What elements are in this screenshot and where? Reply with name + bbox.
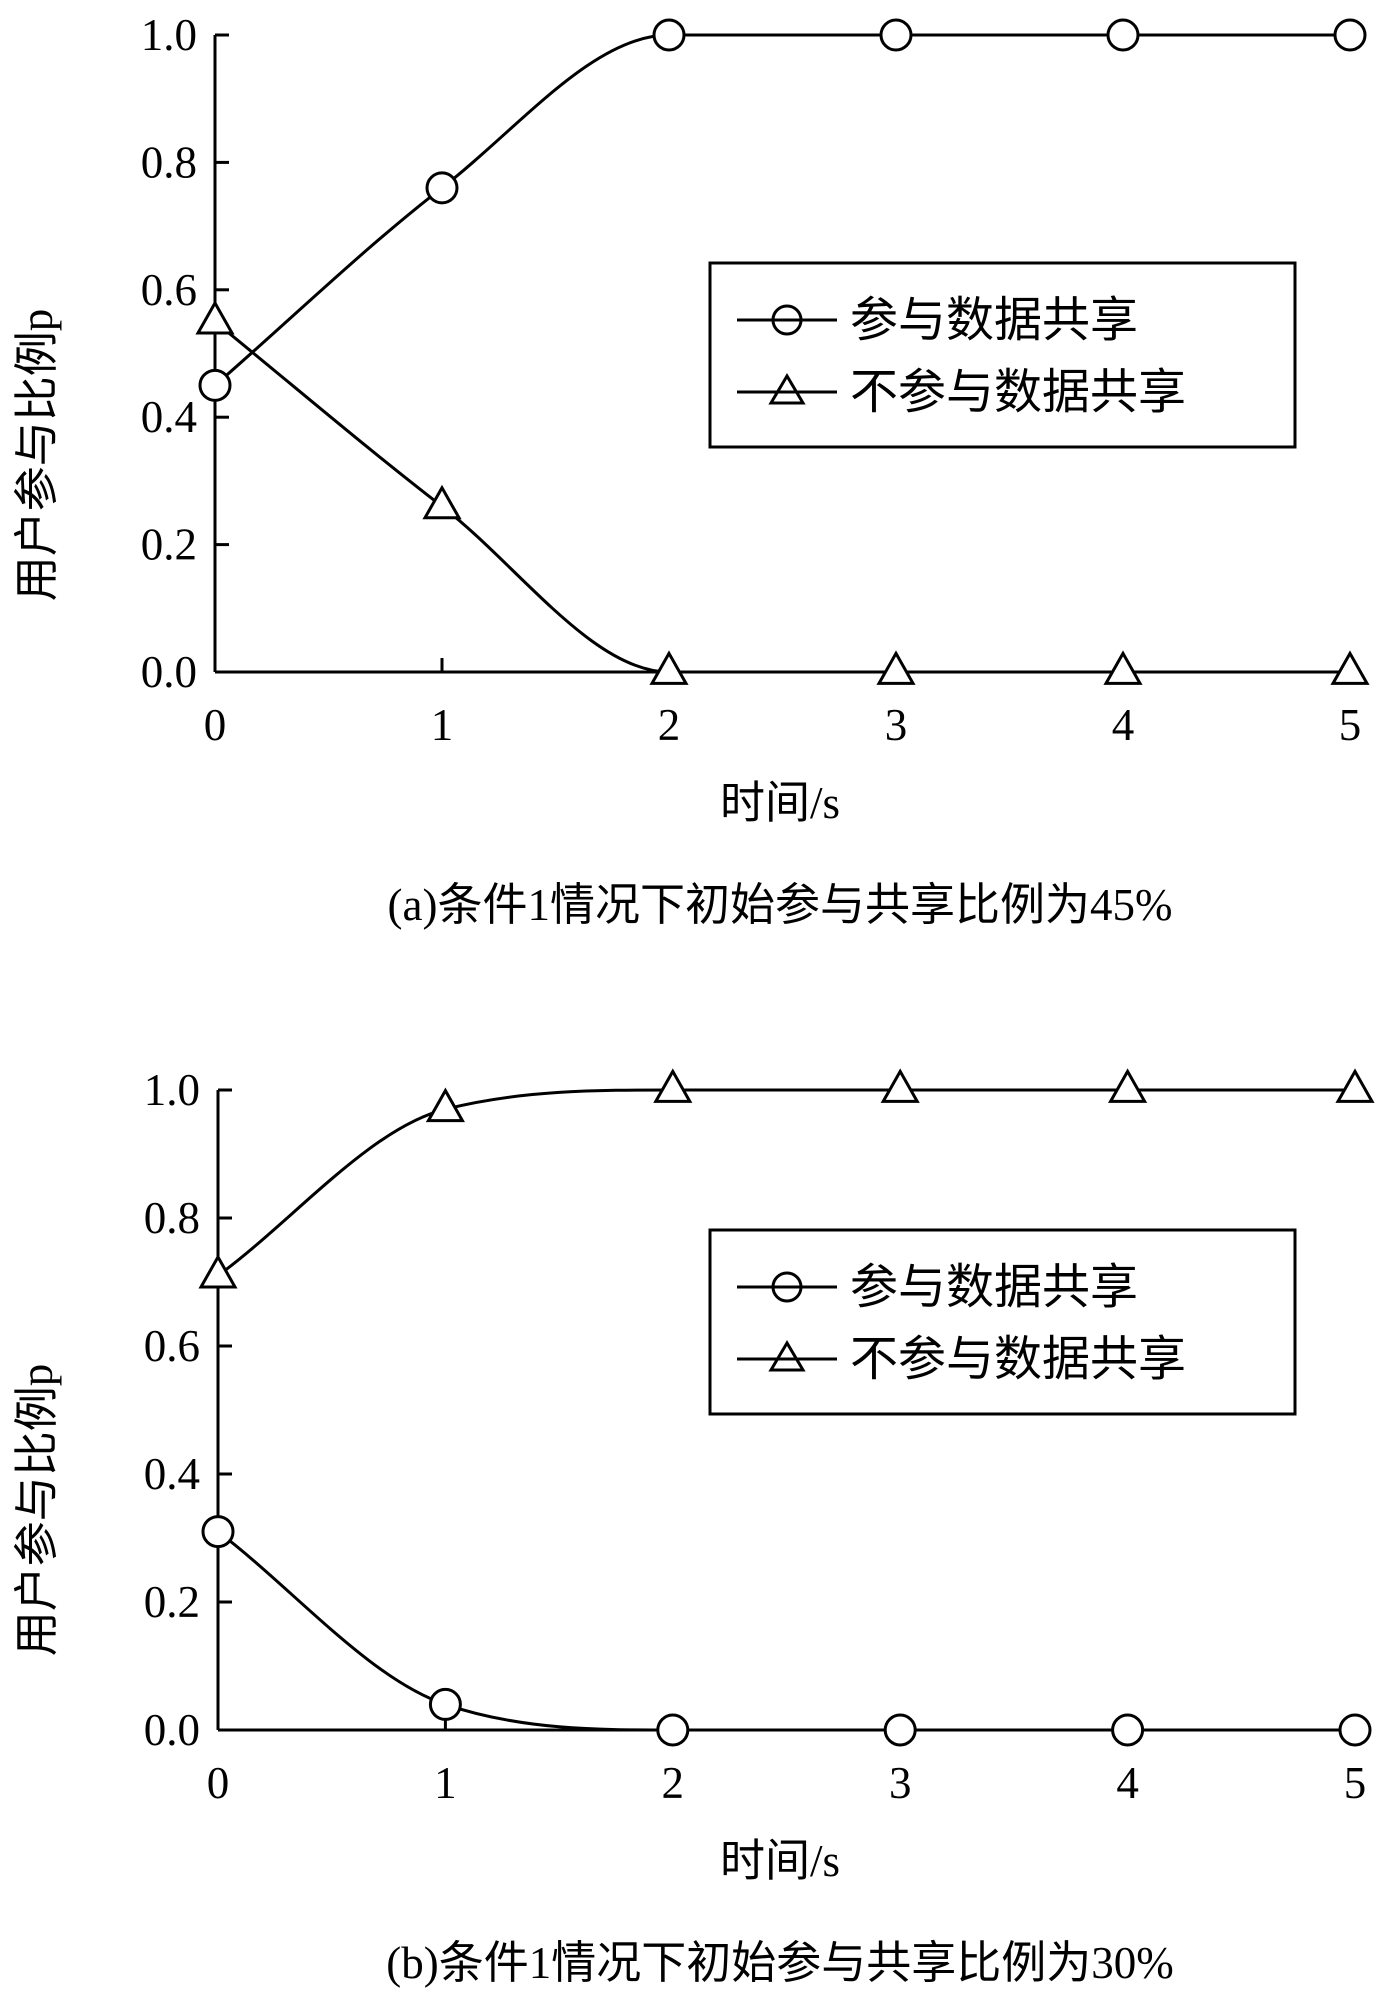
x-tick-label: 2 (658, 700, 681, 750)
chart-caption: (a)条件1情况下初始参与共享比例为45% (388, 880, 1173, 930)
circle-marker (656, 1713, 690, 1747)
circle-marker (198, 368, 232, 402)
triangle-marker (198, 1253, 238, 1289)
triangle-marker (1330, 650, 1370, 685)
circle-marker (425, 171, 459, 205)
chart-caption: (b)条件1情况下初始参与共享比例为30% (386, 1938, 1173, 1988)
circle-marker (1333, 18, 1367, 52)
x-axis-label: 时间/s (720, 1836, 840, 1886)
triangle-marker (422, 484, 462, 520)
circle-marker (1111, 1713, 1145, 1747)
series-line-2 (214, 320, 1350, 674)
legend: 参与数据共享 不参与数据共享 (708, 261, 1297, 449)
legend-box (708, 261, 1297, 449)
circle-marker (883, 1713, 917, 1747)
x-tick-label: 4 (1112, 700, 1135, 750)
series-marks (198, 1068, 1375, 1747)
circle-marker (652, 18, 686, 52)
y-tick-label: 0.2 (141, 520, 197, 570)
triangle-marker (425, 1087, 465, 1123)
x-tick-label: 4 (1116, 1758, 1139, 1808)
x-axis-label: 时间/s (720, 778, 840, 828)
triangle-marker (1335, 1068, 1375, 1103)
circle-marker (428, 1687, 462, 1721)
y-tick-label: 0.6 (144, 1321, 200, 1371)
legend-circle-marker (771, 304, 803, 336)
x-tick-label: 1 (434, 1758, 457, 1808)
y-tick-label: 0.0 (144, 1705, 200, 1755)
legend-box (708, 1228, 1297, 1416)
x-tick-label: 3 (885, 700, 908, 750)
triangle-marker (653, 1068, 693, 1103)
triangle-marker (1108, 1068, 1148, 1103)
y-tick-label: 0.2 (144, 1577, 200, 1627)
series-line-1 (217, 1530, 1355, 1732)
series-marks (195, 18, 1370, 685)
y-axis-label: 用户参与比例p (12, 1364, 62, 1657)
x-tick-label: 2 (662, 1758, 685, 1808)
legend-circle-marker (771, 1271, 803, 1303)
legend-label-series-2: 不参与数据共享 (850, 1333, 1186, 1386)
triangle-marker (195, 300, 235, 335)
x-tick-label: 0 (204, 700, 227, 750)
y-tick-label: 0.0 (141, 647, 197, 697)
legend-label-series-1: 参与数据共享 (850, 1261, 1138, 1314)
y-tick-label: 0.8 (141, 137, 197, 187)
x-tick-label: 5 (1339, 700, 1362, 750)
series-line-2 (217, 1088, 1355, 1277)
circle-marker (1338, 1713, 1372, 1747)
circle-marker (1106, 18, 1140, 52)
legend: 参与数据共享 不参与数据共享 (708, 1228, 1297, 1416)
triangle-marker (1103, 650, 1143, 685)
legend-label-series-1: 参与数据共享 (850, 294, 1138, 347)
triangle-marker (876, 650, 916, 685)
x-tick-label: 5 (1344, 1758, 1367, 1808)
y-tick-label: 1.0 (141, 10, 197, 60)
legend-label-series-2: 不参与数据共享 (850, 366, 1186, 419)
circle-marker (201, 1515, 235, 1549)
y-tick-label: 0.6 (141, 265, 197, 315)
circle-marker (879, 18, 913, 52)
x-tick-label: 0 (207, 1758, 230, 1808)
triangle-marker (880, 1068, 920, 1103)
y-tick-label: 0.8 (144, 1193, 200, 1243)
series-line-1 (214, 33, 1350, 387)
axes: 0.0 0.2 0.4 0.6 0.8 1.0 0 1 2 3 4 5 (141, 10, 1362, 750)
triangle-marker (649, 650, 689, 685)
legend-triangle-marker (768, 1340, 806, 1372)
y-tick-label: 0.4 (141, 392, 197, 442)
y-tick-label: 1.0 (144, 1065, 200, 1115)
x-tick-label: 1 (431, 700, 454, 750)
y-axis-label: 用户参与比例p (12, 309, 62, 602)
y-tick-label: 0.4 (144, 1449, 200, 1499)
axes: 0.0 0.2 0.4 0.6 0.8 1.0 0 1 2 3 4 5 (144, 1065, 1367, 1808)
x-tick-label: 3 (889, 1758, 912, 1808)
legend-triangle-marker (768, 373, 806, 405)
